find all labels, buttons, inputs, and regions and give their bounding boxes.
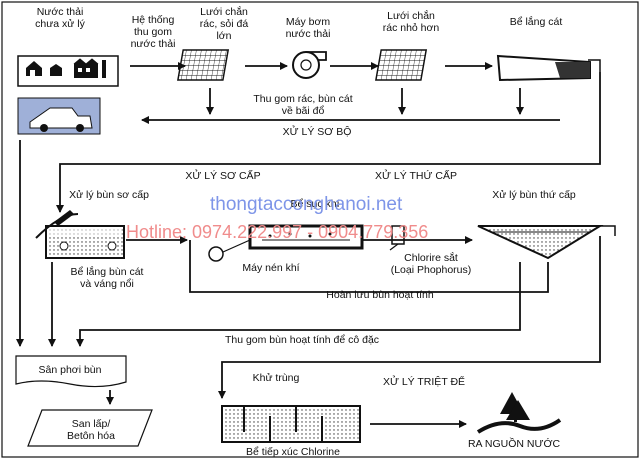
fine-screen-label: Lưới chắn rác nhỏ hơn [382, 10, 440, 34]
raw-wastewater-label: Nước thải chưa xử lý [35, 6, 85, 30]
pump-label: Máy bơm nước thải [285, 16, 331, 40]
aeration-tank-label: Bể sục khí [290, 198, 340, 210]
coarse-screen-icon [177, 49, 230, 81]
raw-wastewater-icon [17, 55, 119, 87]
secondary-sludge-label: Xử lý bùn thứ cấp [492, 189, 576, 201]
ferric-chloride-label: Chlorire sắt (Loại Phophorus) [390, 252, 472, 276]
landfill-collection-label: Thu gom rác, bùn cát về bãi đổ [253, 93, 353, 117]
primary-clarifier-icon [35, 210, 125, 259]
fine-screen-icon [375, 49, 428, 81]
grit-chamber-icon [496, 54, 601, 82]
collection-system-label: Hệ thống thu gom nước thải [130, 14, 176, 50]
was-label: Thu gom bùn hoạt tính để cô đặc [224, 334, 380, 346]
drying-bed-label: Sân phơi bùn [38, 364, 102, 376]
drying-bed-box [15, 355, 127, 388]
chlorine-contact-label: Bể tiếp xúc Chlorine [246, 446, 340, 458]
tertiary-treatment-label: XỬ LÝ TRIỆT ĐỂ [382, 376, 466, 388]
chlorine-contact-tank-icon [221, 405, 361, 443]
coarse-screen-label: Lưới chắn rác, sỏi đá lớn [199, 6, 249, 42]
secondary-treatment-label: XỬ LÝ THỨ CẤP [375, 170, 457, 182]
aeration-tank-icon [248, 224, 364, 250]
primary-treatment-label: XỬ LÝ SƠ CẤP [185, 170, 261, 182]
air-compressor-icon [208, 239, 251, 262]
landfill-label: San lấp/ Betôn hóa [67, 418, 115, 442]
disinfection-label: Khử trùng [252, 372, 300, 384]
secondary-clarifier-icon [477, 225, 616, 260]
air-compressor-label: Máy nén khí [242, 262, 300, 274]
ras-label: Hoàn lưu bùn hoạt tính [326, 289, 434, 301]
ferric-chloride-icon [389, 225, 405, 251]
grit-chamber-label: Bể lắng cát [509, 16, 563, 28]
primary-sludge-label: Xử lý bùn sơ cấp [69, 189, 149, 201]
discharge-label: RA NGUỒN NƯỚC [467, 438, 561, 450]
pretreatment-label: XỬ LÝ SƠ BỘ [282, 126, 352, 138]
flow-arrows [16, 62, 601, 428]
pump-icon [292, 51, 327, 79]
truck-icon [17, 97, 101, 135]
river-icon [476, 392, 562, 434]
primary-clarifier-label: Bể lắng bùn cát và váng nổi [70, 266, 144, 290]
landfill-box [27, 409, 153, 447]
